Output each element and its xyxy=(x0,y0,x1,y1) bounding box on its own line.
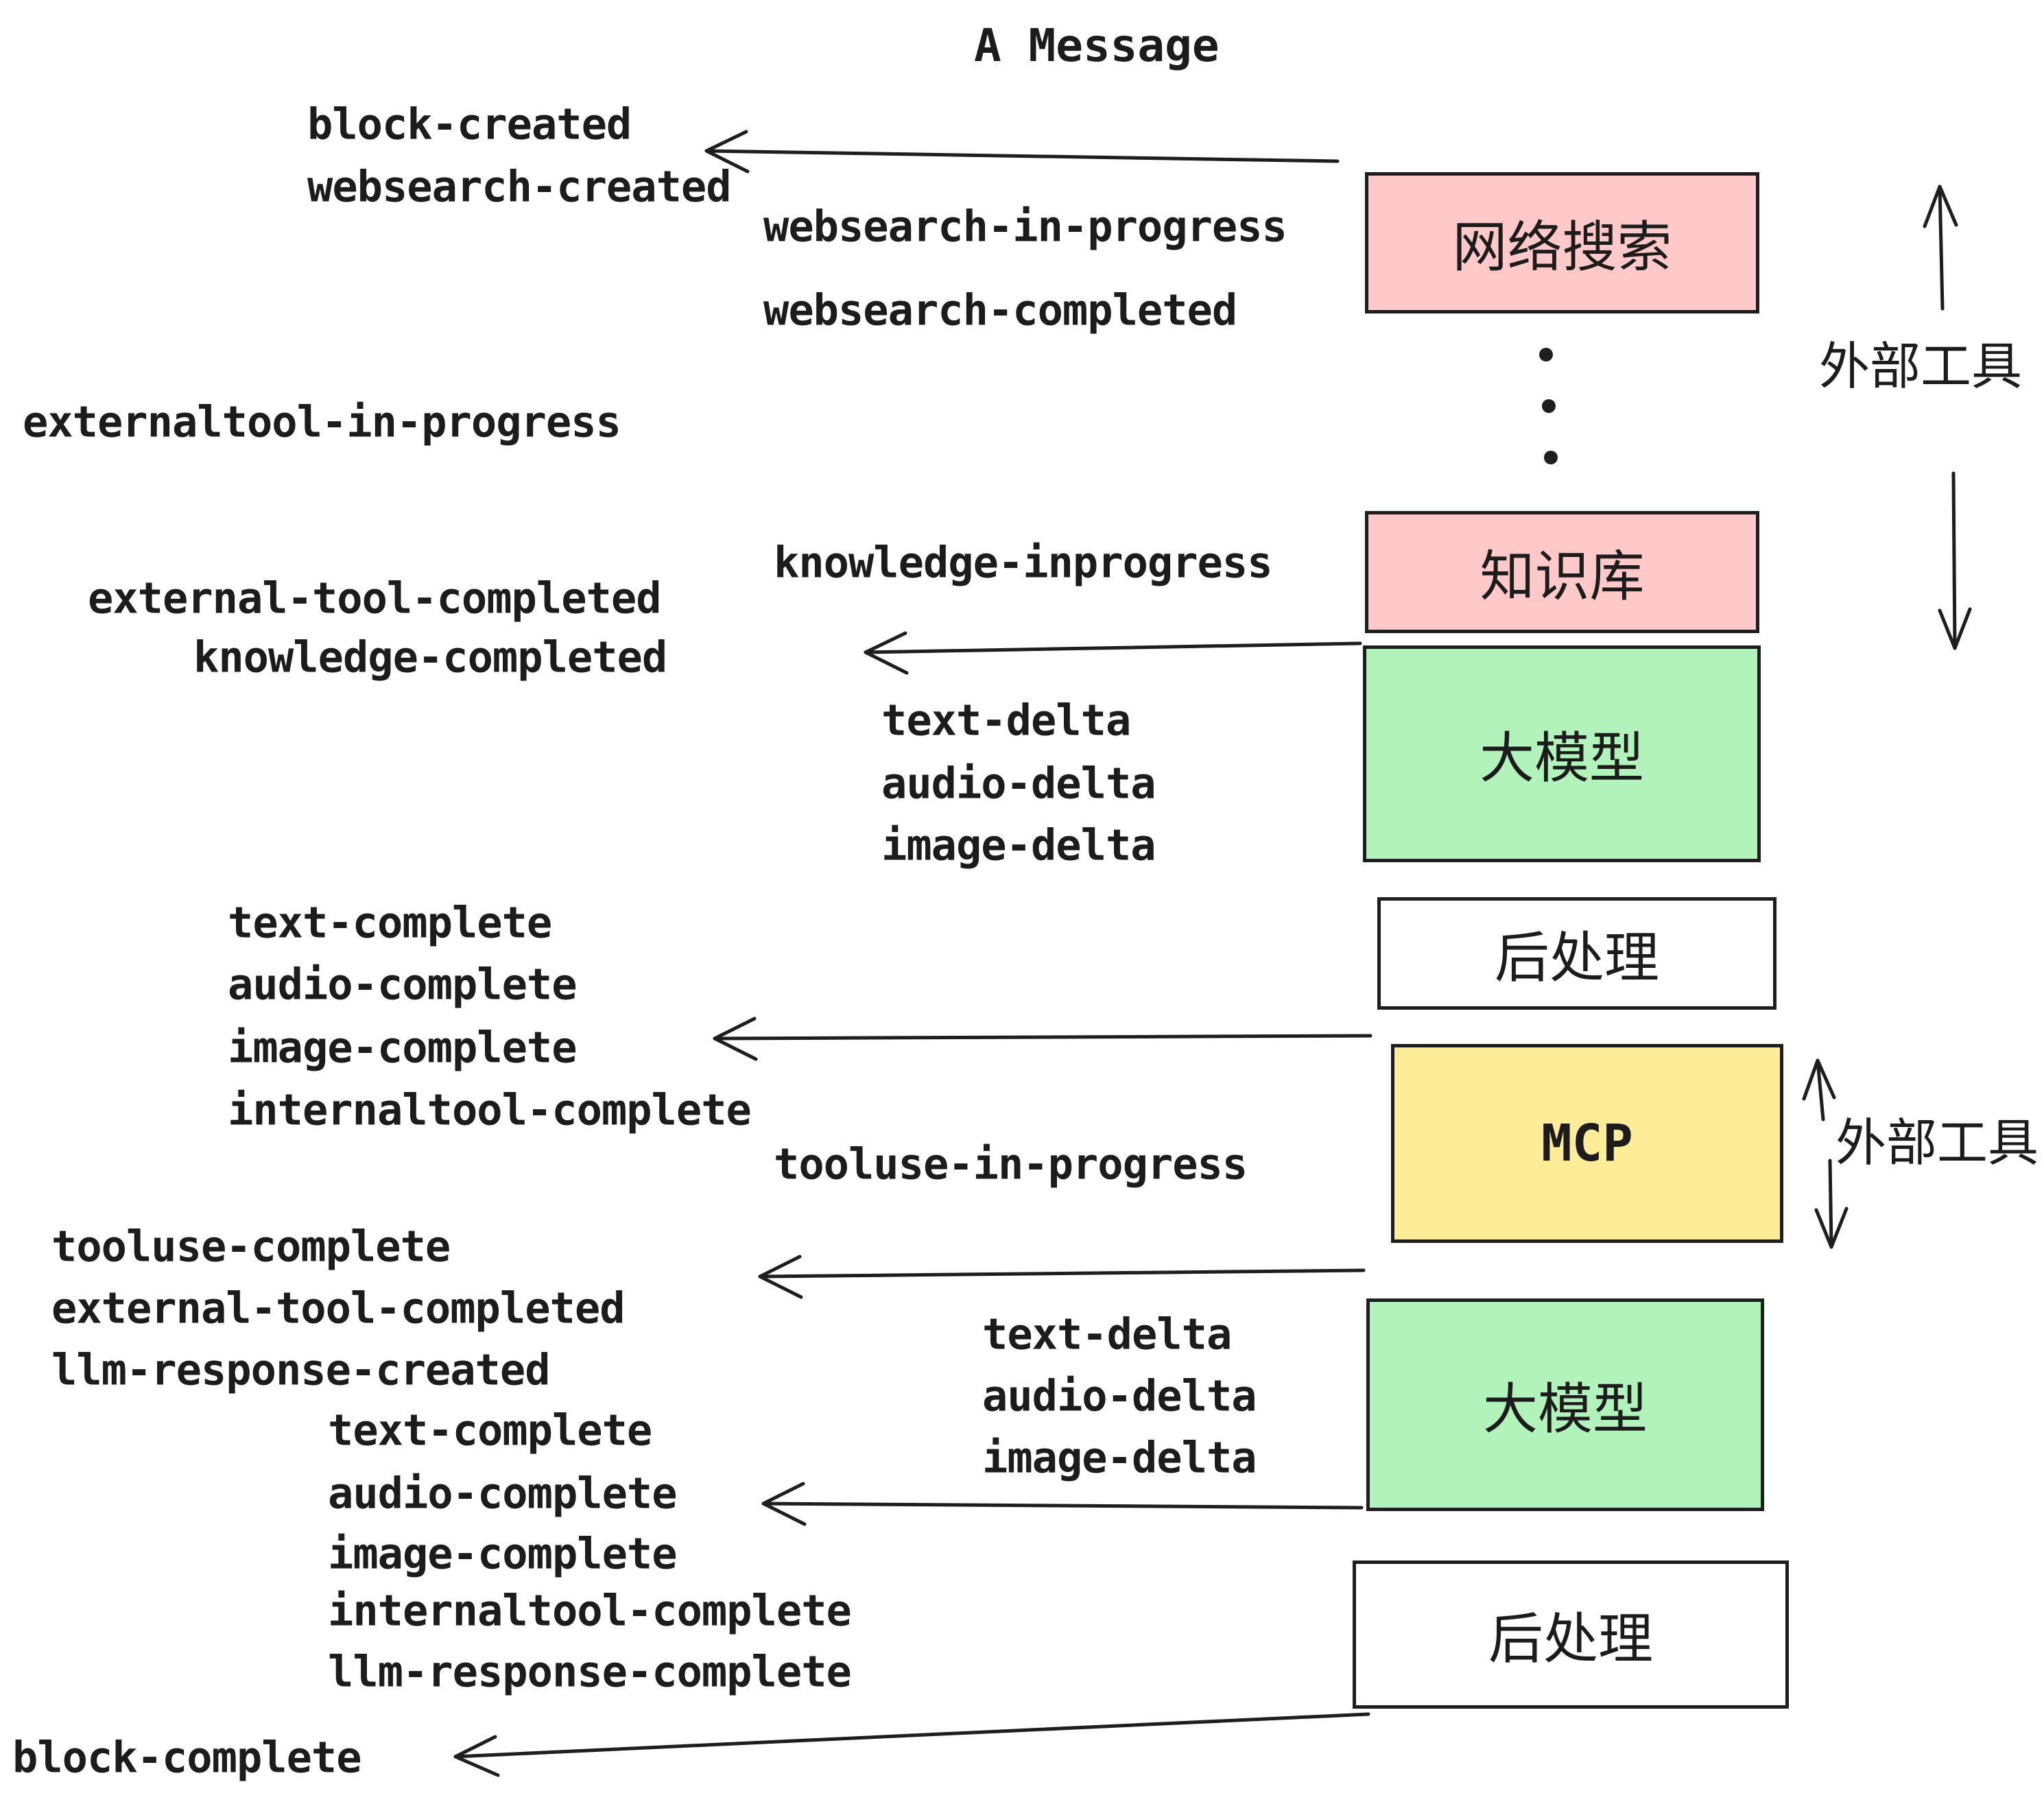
event-label-audio-delta-2: audio-delta xyxy=(982,1370,1257,1421)
stage-box-postprocess-1: 后处理 xyxy=(1377,897,1776,1010)
external-tools-label-1: 外部工具 xyxy=(1819,337,2022,395)
event-label-audio-delta-1: audio-delta xyxy=(881,758,1156,809)
event-label-image-delta-1: image-delta xyxy=(881,820,1156,870)
event-label-knowledge-inprogress: knowledge-inprogress xyxy=(774,537,1273,588)
stage-box-postprocess-2: 后处理 xyxy=(1353,1560,1789,1709)
event-label-text-delta-1: text-delta xyxy=(881,695,1131,746)
external-tools-down-arrow-1-icon xyxy=(1938,471,1972,650)
event-label-websearch-created: websearch-created xyxy=(307,161,732,212)
arrow-to-audio-complete-icon xyxy=(761,1482,1364,1526)
event-label-external-tool-completed-2: external-tool-completed xyxy=(51,1283,626,1333)
arrow-to-image-complete-icon xyxy=(713,1017,1372,1061)
stage-box-knowledge-label: 知识库 xyxy=(1479,546,1645,607)
event-label-image-complete-2: image-complete xyxy=(328,1528,678,1579)
event-label-knowledge-completed: knowledge-completed xyxy=(193,632,667,683)
event-label-llm-response-created: llm-response-created xyxy=(51,1344,551,1395)
event-label-websearch-in-progress: websearch-in-progress xyxy=(763,201,1287,252)
event-label-image-delta-2: image-delta xyxy=(982,1432,1257,1483)
event-label-text-complete-2: text-complete xyxy=(328,1405,652,1456)
stage-box-llm-1: 大模型 xyxy=(1363,645,1761,862)
event-label-text-complete-1: text-complete xyxy=(228,897,552,948)
stage-box-llm-1-label: 大模型 xyxy=(1479,728,1644,789)
event-label-llm-response-complete: llm-response-complete xyxy=(328,1646,852,1697)
stage-box-mcp-label: MCP xyxy=(1541,1114,1633,1173)
event-label-external-tool-completed-1: external-tool-completed xyxy=(88,573,662,624)
stage-box-websearch: 网络搜索 xyxy=(1365,172,1759,313)
stage-box-postprocess-1-label: 后处理 xyxy=(1495,927,1659,988)
arrow-to-websearch-created-icon xyxy=(704,130,1340,174)
stage-box-mcp: MCP xyxy=(1391,1044,1783,1243)
event-label-text-delta-2: text-delta xyxy=(982,1309,1232,1360)
external-tools-up-arrow-2-icon xyxy=(1802,1058,1836,1121)
external-tools-up-arrow-1-icon xyxy=(1923,185,1958,311)
event-label-externaltool-in-progress: externaltool-in-progress xyxy=(23,396,621,447)
event-label-tooluse-in-progress: tooluse-in-progress xyxy=(774,1139,1248,1189)
arrow-to-block-complete-icon xyxy=(453,1712,1370,1777)
ellipsis-dots-icon xyxy=(1539,348,1558,464)
event-label-tooluse-complete: tooluse-complete xyxy=(51,1221,451,1272)
event-label-audio-complete-1: audio-complete xyxy=(228,959,578,1010)
stage-box-llm-2: 大模型 xyxy=(1366,1298,1764,1511)
diagram-title: A Message xyxy=(974,19,1220,72)
event-label-internaltool-complete-2: internaltool-complete xyxy=(328,1585,852,1636)
stage-box-llm-2-label: 大模型 xyxy=(1483,1379,1648,1440)
stage-box-postprocess-2-label: 后处理 xyxy=(1488,1609,1653,1670)
arrow-to-knowledge-completed-icon xyxy=(864,631,1362,675)
event-label-websearch-completed: websearch-completed xyxy=(763,285,1237,335)
event-label-internaltool-complete-1: internaltool-complete xyxy=(228,1084,752,1135)
event-label-block-created: block-created xyxy=(307,99,632,150)
event-label-block-complete: block-complete xyxy=(12,1732,362,1783)
stage-box-websearch-label: 网络搜索 xyxy=(1452,217,1672,278)
external-tools-label-2: 外部工具 xyxy=(1835,1114,2039,1172)
arrow-to-tooluse-complete-icon xyxy=(758,1255,1366,1299)
event-label-audio-complete-2: audio-complete xyxy=(328,1468,678,1519)
event-label-image-complete-1: image-complete xyxy=(228,1022,578,1073)
stage-box-knowledge: 知识库 xyxy=(1365,511,1759,633)
